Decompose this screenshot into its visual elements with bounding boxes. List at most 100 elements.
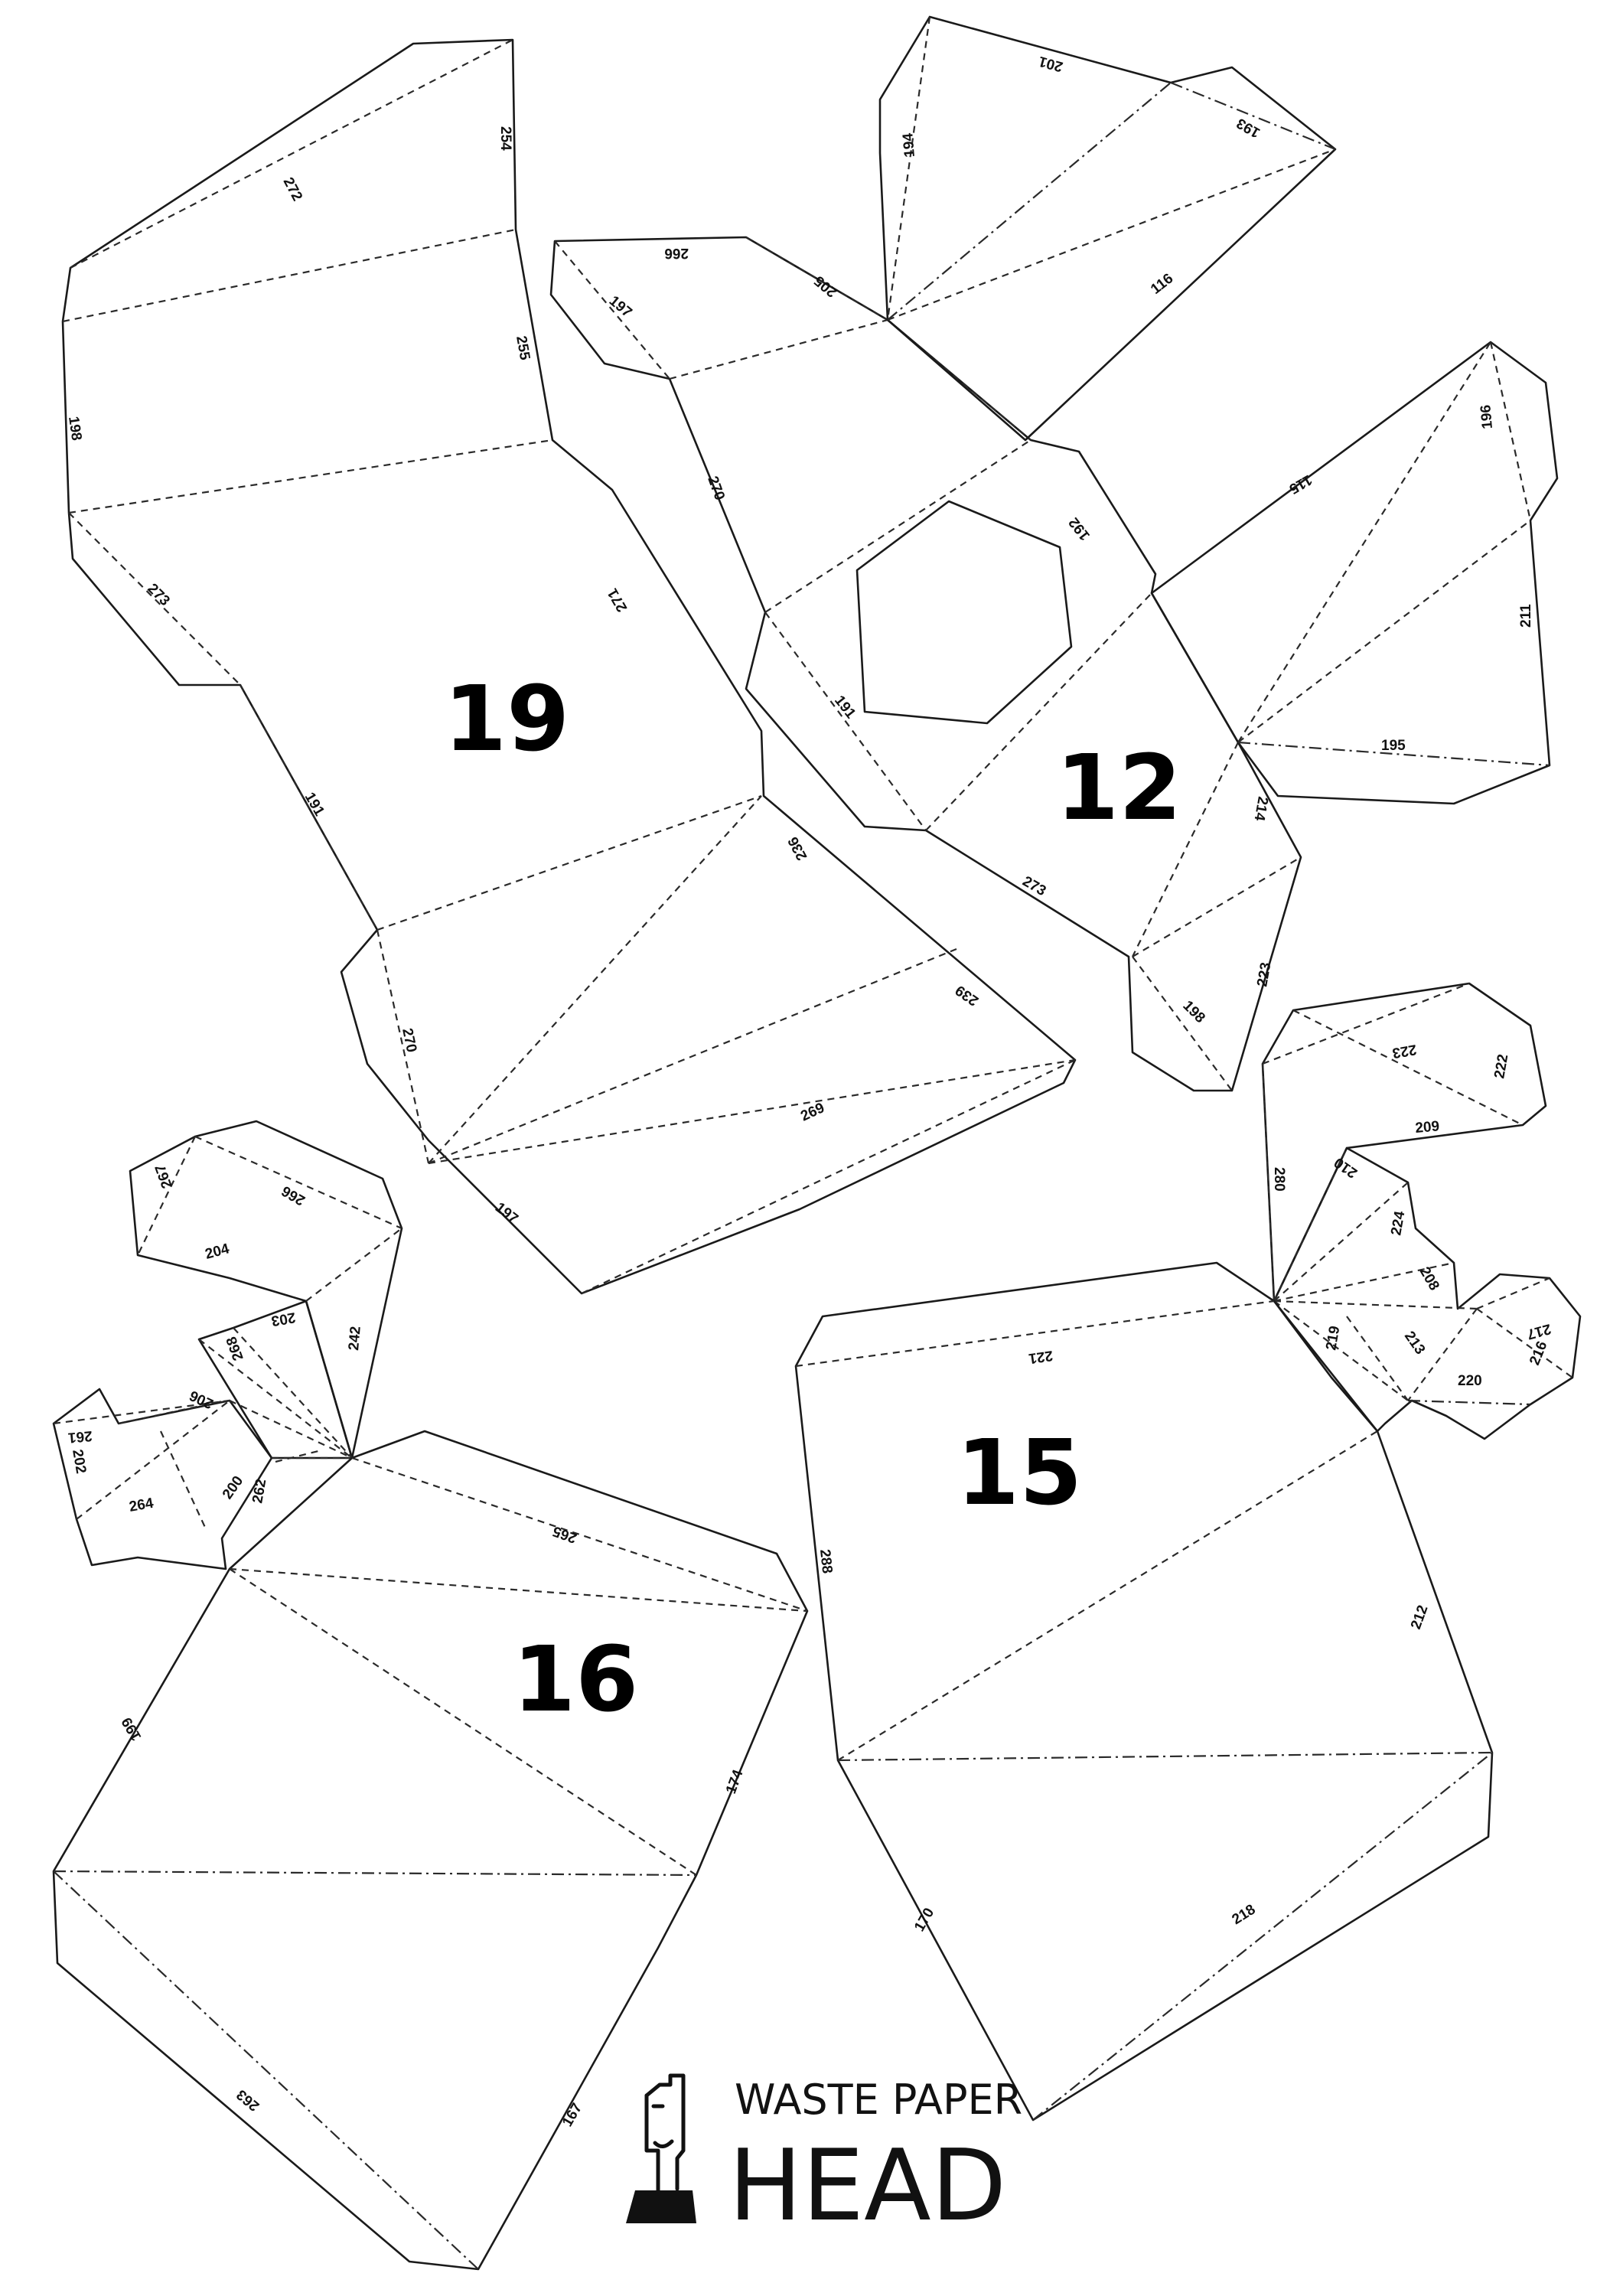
edge-label: 288 <box>816 1548 835 1574</box>
piece-number: 19 <box>444 666 569 771</box>
small-flap-lower-outline <box>1273 1146 1582 1440</box>
edge-label: 224 <box>1388 1210 1408 1237</box>
small-flaps-edge-labels: 223 222 209 280 210 224 208 217 216 213 … <box>1271 1041 1553 1389</box>
edge-label: 261 <box>67 1427 93 1446</box>
edge-label: 202 <box>69 1448 89 1475</box>
piece-15-edge-labels: 221 288 212 170 218 <box>816 1347 1432 1934</box>
edge-label: 255 <box>513 334 533 361</box>
edge-label: 267 <box>152 1162 176 1190</box>
brand-name-line1: WASTE PAPER <box>735 2076 1022 2124</box>
edge-label: 170 <box>911 1906 937 1935</box>
edge-label: 270 <box>704 475 728 503</box>
edge-label: 270 <box>399 1027 419 1054</box>
edge-label: 239 <box>953 982 982 1009</box>
right-flap-outline <box>1150 341 1559 805</box>
brand-logo: WASTE PAPER HEAD <box>626 2073 1022 2243</box>
piece-number: 15 <box>957 1420 1082 1525</box>
edge-label: 205 <box>811 272 840 301</box>
piece-16-left-flaps: 267 266 204 203 242 268 206 261 202 264 … <box>52 1120 403 1570</box>
piece-19-folds <box>62 39 1076 1294</box>
edge-label: 269 <box>798 1100 827 1124</box>
piece-12-right-flap: 115 196 211 195 214 223 198 <box>1150 341 1559 1026</box>
piece-15-folds <box>795 1300 1493 2121</box>
edge-label: 266 <box>664 245 689 261</box>
top-flap-edge-labels: 201 194 193 116 <box>900 53 1263 298</box>
piece-15-outline <box>794 1261 1494 2122</box>
edge-label: 273 <box>144 581 172 609</box>
edge-label: 262 <box>249 1478 269 1505</box>
right-flap-edge-labels: 115 196 211 195 214 223 198 <box>1179 404 1534 1026</box>
piece-12-top-flap: 201 194 193 116 <box>878 15 1337 442</box>
edge-label: 210 <box>1331 1154 1361 1181</box>
edge-label: 218 <box>1230 1902 1259 1929</box>
edge-label: 263 <box>233 2086 262 2114</box>
piece-16-edge-labels: 265 199 174 263 167 <box>119 1522 746 2129</box>
edge-label: 217 <box>1525 1320 1553 1342</box>
edge-label: 203 <box>270 1309 297 1329</box>
edge-label: 213 <box>1401 1329 1428 1358</box>
edge-label: 220 <box>1458 1373 1482 1389</box>
piece-19-outline <box>61 38 1077 1295</box>
piece-16: 265 199 174 263 167 16 <box>52 1430 809 2271</box>
left-flaps-edge-labels: 267 266 204 203 242 268 206 261 202 264 … <box>67 1162 364 1515</box>
small-flap-upper-outline <box>1261 982 1547 1303</box>
edge-label: 201 <box>1037 53 1064 75</box>
edge-label: 208 <box>1416 1264 1442 1293</box>
edge-label: 199 <box>119 1714 145 1743</box>
small-flaps-folds <box>1261 982 1573 1406</box>
piece-12-edge-labels: 266 205 197 270 192 191 273 <box>606 245 1093 899</box>
edge-label: 197 <box>492 1199 521 1227</box>
edge-label: 219 <box>1323 1325 1343 1352</box>
edge-label: 272 <box>280 174 305 204</box>
edge-label: 196 <box>1478 404 1496 429</box>
upper-left-flap-outline <box>129 1120 403 1459</box>
edge-label: 194 <box>900 132 918 158</box>
piece-19: 254 272 198 255 273 271 191 270 197 236 … <box>61 38 1077 1295</box>
edge-label: 209 <box>1415 1118 1440 1137</box>
piece-number: 12 <box>1056 735 1181 840</box>
edge-label: 174 <box>723 1767 747 1795</box>
edge-label: 264 <box>128 1495 155 1515</box>
left-flaps-folds <box>53 1135 402 1531</box>
edge-label: 254 <box>497 126 513 151</box>
edge-label: 222 <box>1491 1053 1511 1080</box>
head-logo-icon <box>626 2073 696 2223</box>
piece-12-folds <box>554 236 1302 1091</box>
brand-name-line2: HEAD <box>728 2129 1006 2243</box>
edge-label: 266 <box>279 1182 308 1208</box>
edge-label: 221 <box>1027 1347 1054 1366</box>
edge-label: 192 <box>1066 514 1093 543</box>
edge-label: 204 <box>204 1241 231 1263</box>
piece-15: 221 288 212 170 218 15 <box>794 1261 1494 2122</box>
piece-number: 16 <box>513 1626 638 1732</box>
piece-16-outline <box>52 1430 809 2271</box>
edge-label: 223 <box>1391 1041 1418 1061</box>
edge-label: 198 <box>1179 998 1207 1026</box>
edge-label: 167 <box>559 2101 585 2130</box>
edge-label: 198 <box>65 416 84 442</box>
right-small-flaps: 223 222 209 280 210 224 208 217 216 213 … <box>1261 982 1582 1440</box>
edge-label: 242 <box>346 1326 364 1351</box>
piece-12-window <box>855 500 1073 725</box>
top-flap-folds <box>886 16 1336 321</box>
edge-label: 214 <box>1250 795 1270 822</box>
edge-label: 236 <box>785 834 810 863</box>
edge-label: 273 <box>1020 873 1049 899</box>
edge-label: 216 <box>1527 1339 1550 1368</box>
piece-16-folds <box>53 1456 808 2270</box>
edge-label: 271 <box>605 585 631 615</box>
lower-left-flap-outline <box>52 1388 273 1570</box>
edge-label: 191 <box>301 790 328 819</box>
edge-label: 280 <box>1271 1167 1287 1192</box>
middle-left-flap-outline <box>197 1300 354 1459</box>
piece-12: 266 205 197 270 192 191 273 12 <box>549 236 1302 1092</box>
edge-label: 195 <box>1381 738 1406 754</box>
right-flap-folds <box>1237 341 1550 767</box>
edge-label: 212 <box>1408 1603 1432 1632</box>
edge-label: 116 <box>1148 271 1176 298</box>
edge-label: 211 <box>1518 604 1534 628</box>
piece-12-outline <box>549 236 1302 1092</box>
edge-label: 200 <box>220 1473 246 1502</box>
top-flap-outline <box>878 15 1337 442</box>
